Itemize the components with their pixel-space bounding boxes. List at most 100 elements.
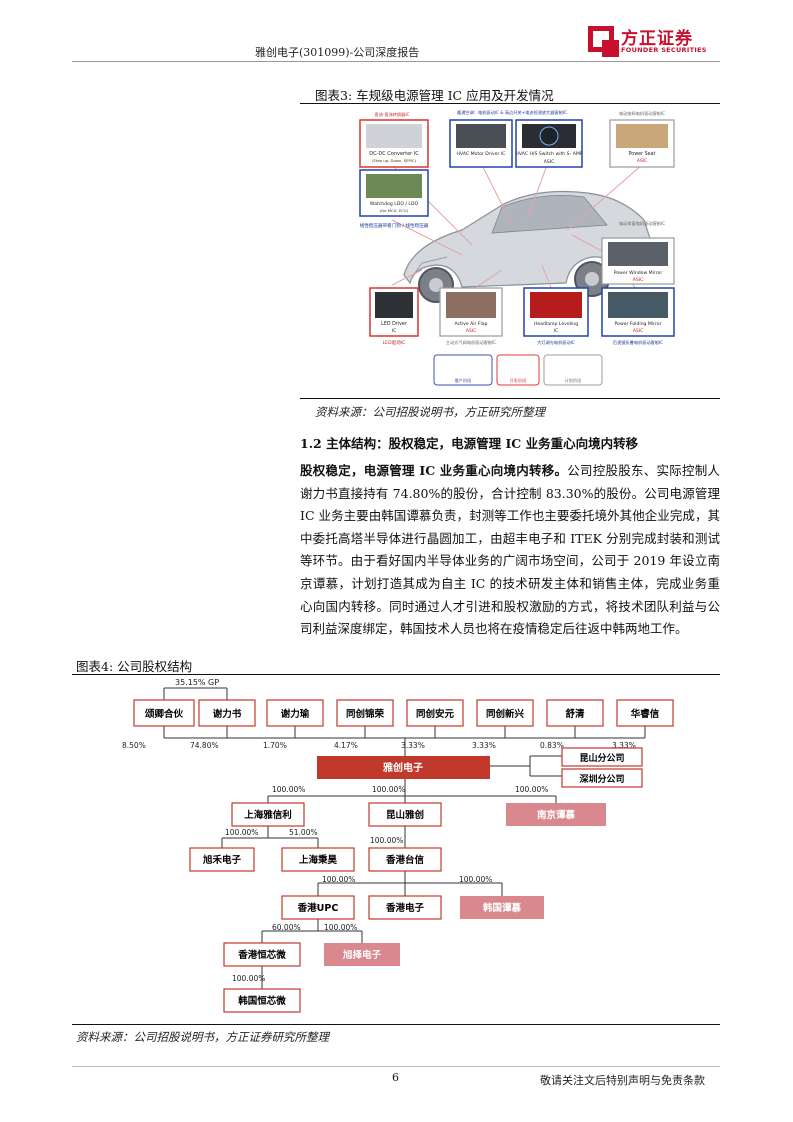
- svg-text:IC: IC: [554, 328, 559, 334]
- callout-headlamp-leveling: Headlamp Leveling IC 大灯调光电机驱动IC: [523, 287, 589, 346]
- svg-text:51.00%: 51.00%: [289, 828, 318, 837]
- company-yachuang: 雅创电子: [317, 756, 490, 779]
- callout-led-driver: LED Driver IC LED驱动IC: [369, 287, 419, 346]
- svg-text:舒清: 舒清: [565, 708, 585, 720]
- svg-text:100.00%: 100.00%: [459, 875, 492, 884]
- figure3-caption: 图表3: 车规级电源管理 IC 应用及开发情况: [315, 88, 554, 103]
- figure3-top-rule: [300, 103, 720, 104]
- callout-hvac-motor: HVAC Motor Driver IC 暖通空调：电机驱动IC & 高边开关+…: [449, 109, 567, 168]
- report-header-title: 雅创电子(301099)-公司深度报告: [255, 46, 420, 59]
- branch-shenzhen: 深圳分公司: [561, 768, 643, 788]
- svg-text:旭禾电子: 旭禾电子: [202, 854, 242, 866]
- svg-text:深圳分公司: 深圳分公司: [579, 773, 624, 785]
- shareholder-tongchuang-anyuan: 同创安元: [406, 699, 464, 727]
- svg-text:直流-直流转换器IC: 直流-直流转换器IC: [375, 111, 410, 118]
- svg-text:100.00%: 100.00%: [370, 836, 403, 845]
- sub-hk-upc: 香港UPC: [281, 895, 355, 920]
- shareholder-row: 颂卿合伙 谢力书 谢力瑜 同创锦荣 同创安元 同创新兴 舒清 华睿信: [133, 699, 674, 727]
- figure4-source: 资料来源：公司招股说明书，方正证券研究所整理: [76, 1030, 329, 1044]
- sub-xuhe-electronics: 旭禾电子: [189, 847, 255, 872]
- svg-text:HVAC Motor Driver IC: HVAC Motor Driver IC: [457, 151, 506, 157]
- callout-folding-mirror: Power Folding Mirror ASIC 后视镜折叠电机驱动客制IC: [601, 287, 675, 346]
- paragraph-lead: 股权稳定，电源管理 IC 业务重心向境内转移。: [300, 463, 568, 478]
- figure3-bottom-rule: [300, 398, 720, 399]
- svg-text:100.00%: 100.00%: [322, 875, 355, 884]
- svg-text:香港台信: 香港台信: [385, 854, 425, 866]
- callout-power-window: Power Window Mirror ASIC 电动车窗电机驱动客制IC: [601, 220, 675, 285]
- figure4-caption: 图表4: 公司股权结构: [76, 659, 193, 674]
- gp-label: 35.15% GP: [175, 678, 219, 687]
- svg-text:4.17%: 4.17%: [334, 741, 358, 750]
- footer-divider: [72, 1066, 720, 1067]
- car-ic-application-diagram: DC-DC Converter IC (Step up, Down, SEPIC…: [359, 109, 675, 386]
- svg-text:3.33%: 3.33%: [612, 741, 636, 750]
- shareholder-percentages: 8.50% 74.80% 1.70% 4.17% 3.33% 3.33% 0.8…: [122, 741, 636, 750]
- svg-text:主动式气阀电机驱动客制IC: 主动式气阀电机驱动客制IC: [446, 339, 496, 346]
- svg-text:上海雅信利: 上海雅信利: [244, 809, 292, 821]
- svg-text:雅创电子: 雅创电子: [383, 761, 423, 774]
- legend-mass-production: 量产阶段: [455, 377, 473, 384]
- svg-text:100.00%: 100.00%: [225, 828, 258, 837]
- svg-text:ASIC: ASIC: [637, 158, 648, 164]
- sub-kunshan-yachuang: 昆山雅创: [368, 802, 442, 827]
- svg-text:100.00%: 100.00%: [272, 785, 305, 794]
- svg-text:大灯调光电机驱动IC: 大灯调光电机驱动IC: [537, 339, 575, 346]
- svg-text:100.00%: 100.00%: [324, 923, 357, 932]
- figure3-source: 资料来源：公司招股说明书，方正研究所整理: [315, 405, 545, 419]
- callout-power-seat: Power Seat ASIC 电动座椅电机驱动客制IC: [609, 110, 675, 168]
- section-paragraph: 股权稳定，电源管理 IC 业务重心向境内转移。公司控股股东、实际控制人谢力书直接…: [300, 460, 720, 641]
- svg-text:同创新兴: 同创新兴: [486, 708, 525, 720]
- callout-hvac-switch: HVAC H/S Switch with S- AMP ASIC: [515, 119, 583, 168]
- page-number: 6: [392, 1071, 399, 1084]
- ownership-connectors: [163, 687, 646, 989]
- sub-korea-tanmu: 韩国谭慕: [460, 896, 544, 919]
- svg-text:Power Window Mirror: Power Window Mirror: [614, 270, 663, 276]
- ownership-structure-diagram: 35.15% GP 颂卿合伙 谢力书 谢力瑜 同创锦荣 同创安元 同创新兴 舒清…: [122, 678, 674, 1013]
- svg-text:香港电子: 香港电子: [385, 902, 425, 914]
- shareholder-shuqing: 舒清: [546, 699, 604, 727]
- header-divider: [72, 61, 720, 62]
- svg-text:颂卿合伙: 颂卿合伙: [145, 708, 184, 720]
- svg-text:100.00%: 100.00%: [515, 785, 548, 794]
- svg-text:Watchdog LDO / LDO: Watchdog LDO / LDO: [370, 201, 419, 207]
- callout-dc-dc-name: DC-DC Converter IC: [369, 151, 419, 157]
- svg-text:3.33%: 3.33%: [472, 741, 496, 750]
- svg-text:LED Driver: LED Driver: [381, 321, 407, 327]
- founder-securities-logo: 方正证券 FOUNDER SECURITIES: [588, 24, 720, 58]
- legend-development: 开发阶段: [510, 377, 528, 384]
- svg-text:Active Air Flap: Active Air Flap: [454, 321, 487, 327]
- svg-text:74.80%: 74.80%: [190, 741, 219, 750]
- figure4-ownership-chart: 35.15% GP 颂卿合伙 谢力书 谢力瑜 同创锦荣 同创安元 同创新兴 舒清…: [72, 676, 720, 1022]
- svg-text:ASIC: ASIC: [466, 328, 477, 334]
- svg-text:IC: IC: [392, 328, 397, 334]
- svg-text:(for MCU, ECU): (for MCU, ECU): [380, 208, 409, 213]
- svg-text:1.70%: 1.70%: [263, 741, 287, 750]
- svg-text:ASIC: ASIC: [544, 159, 555, 165]
- sub-hk-taixin: 香港台信: [368, 847, 442, 872]
- svg-text:Headlamp Leveling: Headlamp Leveling: [534, 321, 578, 327]
- shareholder-xie-liyu: 谢力瑜: [266, 699, 324, 727]
- shareholder-huaruixin: 华睿信: [616, 699, 674, 727]
- sub-hk-hengxinwei: 香港恒芯微: [223, 942, 301, 967]
- svg-text:上海秉昊: 上海秉昊: [299, 854, 338, 866]
- shareholder-tongchuang-jinrong: 同创锦荣: [336, 699, 394, 727]
- figure3-legend: 量产阶段 开发阶段 计划阶段: [433, 354, 603, 386]
- legend-planning: 计划阶段: [565, 377, 583, 384]
- svg-text:ASIC: ASIC: [633, 277, 644, 283]
- callout-watchdog-ldo: Watchdog LDO / LDO (for MCU, ECU) 线性稳压器带…: [359, 169, 429, 229]
- shareholder-songqing: 颂卿合伙: [133, 699, 195, 727]
- svg-text:Power Folding Mirror: Power Folding Mirror: [615, 321, 662, 327]
- callout-air-flap: Active Air Flap ASIC 主动式气阀电机驱动客制IC: [439, 287, 503, 346]
- car-illustration: [403, 190, 654, 303]
- svg-text:ASIC: ASIC: [633, 328, 644, 334]
- sub-nanjing-tanmu: 南京谭慕: [506, 803, 606, 826]
- svg-text:谢力瑜: 谢力瑜: [281, 708, 310, 720]
- branch-kunshan: 昆山分公司: [561, 747, 643, 767]
- svg-text:香港UPC: 香港UPC: [297, 902, 339, 914]
- svg-text:0.83%: 0.83%: [540, 741, 564, 750]
- figure4-bottom-rule: [72, 1024, 720, 1025]
- svg-text:谢力书: 谢力书: [213, 708, 242, 720]
- svg-text:暖通空调：电机驱动IC & 高边开关+电流检测放大器客制IC: 暖通空调：电机驱动IC & 高边开关+电流检测放大器客制IC: [457, 109, 567, 116]
- svg-text:线性稳压器带看门狗 / 线性稳压器: 线性稳压器带看门狗 / 线性稳压器: [360, 222, 429, 229]
- shareholder-tongchuang-xinxing: 同创新兴: [476, 699, 534, 727]
